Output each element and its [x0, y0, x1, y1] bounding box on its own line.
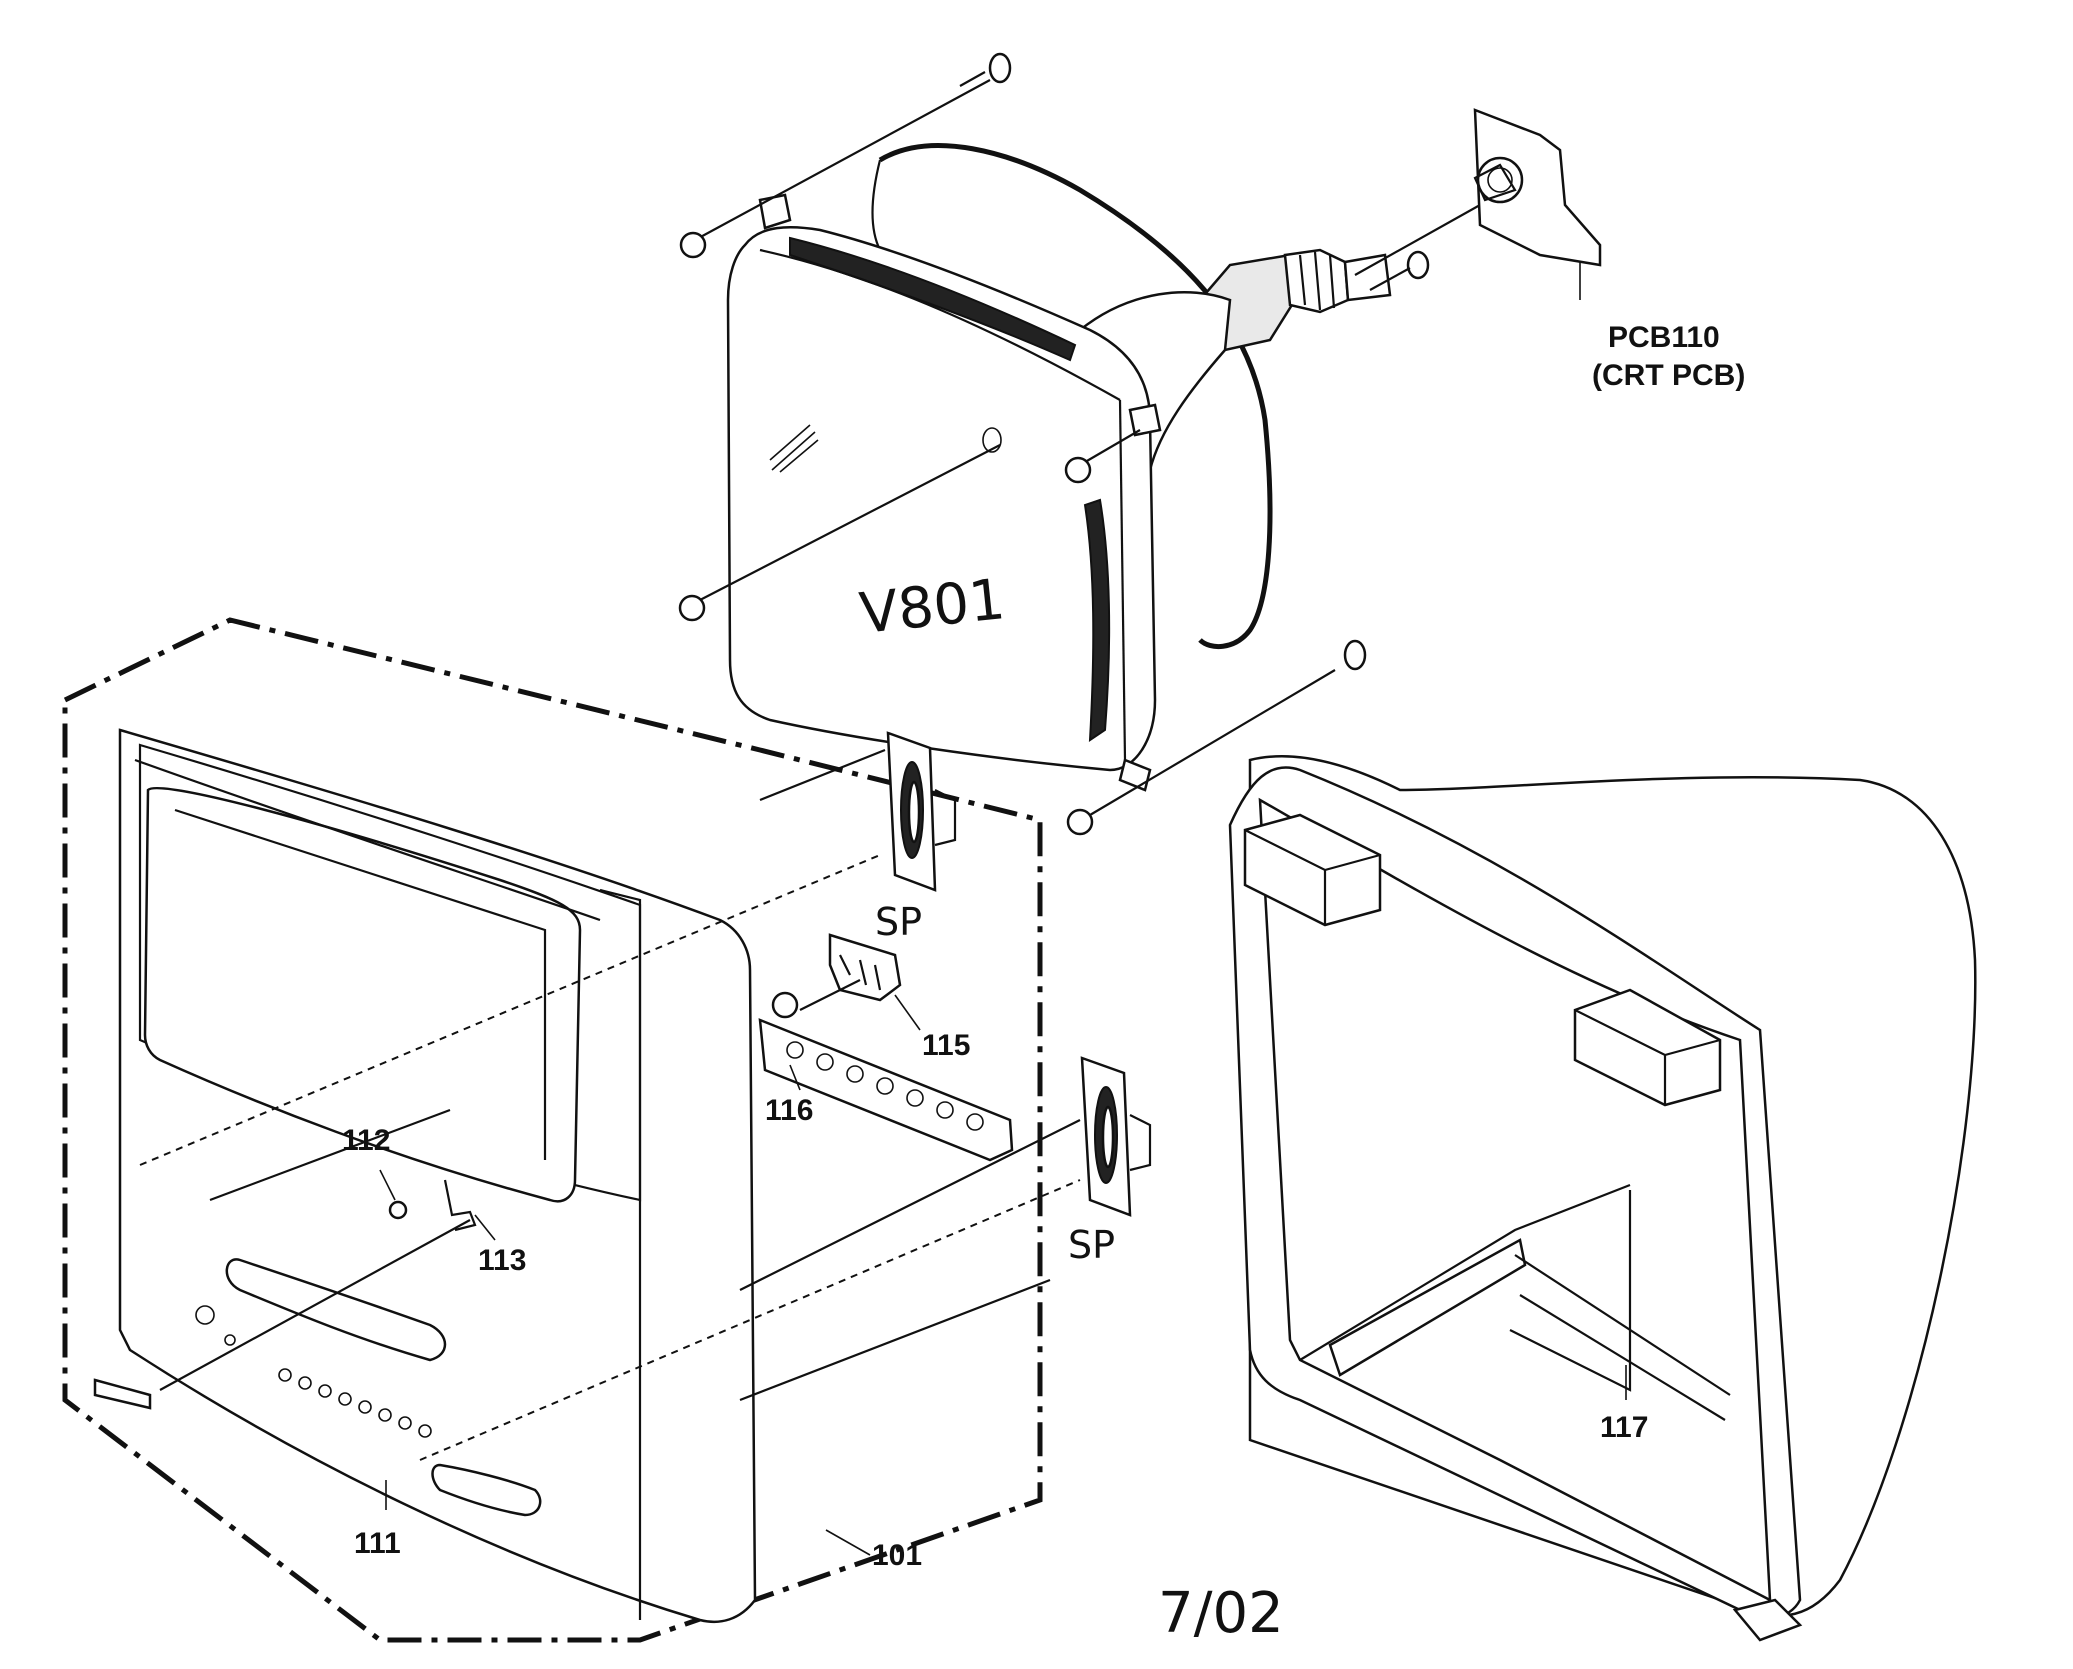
back-cabinet-label: 117 [1600, 1411, 1648, 1444]
part-116-label: 116 [765, 1094, 813, 1127]
crt-pcb-ref-label: PCB110 [1608, 321, 1720, 354]
speaker-lower-label: SP [1068, 1223, 1115, 1267]
crt-mounting-screws [678, 52, 1481, 836]
front-panel-buttons [278, 1368, 432, 1438]
part-116: 116 [758, 979, 1014, 1162]
part-113-label: 113 [478, 1244, 526, 1277]
date-code-label: 7/02 [1158, 1581, 1284, 1646]
speaker-lower: SP [1068, 1056, 1152, 1267]
front-cabinet-label: 111 [354, 1527, 401, 1560]
crt-pcb-desc-label: (CRT PCB) [1592, 359, 1745, 392]
part-116-switches [786, 1041, 984, 1131]
front-cabinet: 111 [93, 728, 1051, 1624]
crt-tube-label: V801 [857, 567, 1008, 647]
crt-tube: V801 [726, 143, 1392, 792]
speaker-upper: SP [875, 731, 957, 944]
part-115: 115 [828, 933, 970, 1062]
part-115-label: 115 [922, 1029, 970, 1062]
front-cabinet-assembly-label: 101 [872, 1539, 922, 1572]
crt-pcb: PCB110 (CRT PCB) [1473, 108, 1745, 392]
part-112-113: 112 113 [159, 1124, 526, 1391]
back-cabinet: 117 [1228, 755, 1977, 1642]
part-112-label: 112 [342, 1124, 390, 1157]
front-cabinet-assembly [62, 617, 1043, 1643]
speaker-upper-label: SP [875, 900, 922, 944]
